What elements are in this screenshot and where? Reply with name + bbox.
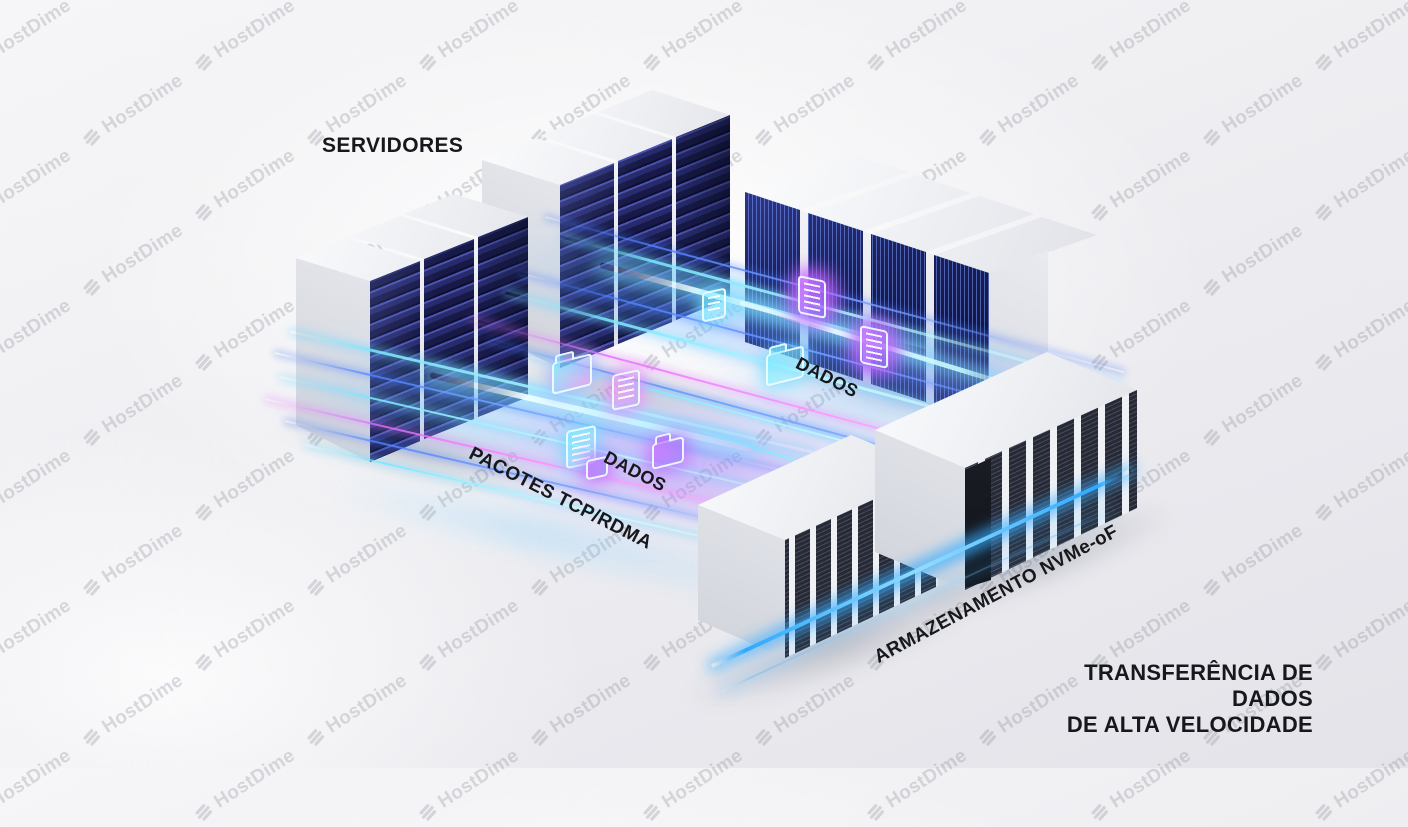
globe-icon — [195, 804, 213, 821]
globe-icon — [419, 804, 437, 821]
data-document-icon — [798, 275, 826, 319]
rack-divider — [474, 237, 478, 419]
rack-front-panel — [424, 239, 474, 439]
cabinet-divider — [863, 231, 871, 384]
globe-icon — [1315, 804, 1333, 821]
rack-divider — [420, 259, 424, 441]
globe-icon — [1091, 804, 1109, 821]
caption-transfer: TRANSFERÊNCIA DE DADOS DE ALTA VELOCIDAD… — [998, 660, 1313, 738]
rack-divider — [672, 137, 676, 322]
caption-transfer-line1: TRANSFERÊNCIA DE DADOS — [1084, 660, 1313, 711]
data-folder-icon — [652, 436, 684, 470]
label-servers: SERVIDORES — [322, 134, 464, 157]
rack-divider — [614, 161, 618, 346]
data-document-icon — [612, 369, 640, 411]
cabinet-divider — [926, 252, 934, 405]
illustration-canvas: { "labels": { "servers": "SERVIDORES", "… — [0, 0, 1408, 768]
server-rack-group-middle — [480, 85, 732, 375]
server-rack-group-left — [290, 160, 540, 470]
caption-transfer-line2: DE ALTA VELOCIDADE — [1066, 712, 1313, 737]
globe-icon — [643, 804, 661, 821]
storage-array-right — [865, 330, 1160, 605]
globe-icon — [867, 804, 885, 821]
illustration-scene: SERVIDORES DADOS DADOS PACOTES TCP/RDMA … — [0, 0, 1408, 768]
data-document-icon — [702, 287, 726, 323]
